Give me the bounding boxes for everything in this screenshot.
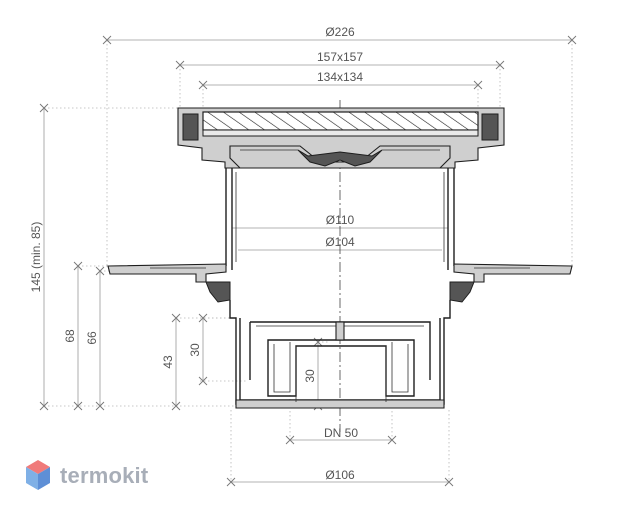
extension-lines: [44, 40, 573, 482]
dim-height-68: 68: [63, 329, 77, 343]
brand-logo: termokit: [24, 458, 148, 494]
dim-square-134: 134x134: [317, 70, 363, 84]
cube-logo-icon: [26, 460, 50, 490]
dimension-lines: [39, 35, 577, 487]
dim-height-43: 43: [161, 355, 175, 369]
dim-diameter-110: Ø110: [326, 213, 355, 227]
dim-height-30-upper: 30: [188, 343, 202, 357]
dim-height-30-lower: 30: [303, 369, 317, 383]
dim-diameter-226: Ø226: [325, 25, 355, 39]
dim-dn50: DN 50: [324, 426, 358, 440]
dim-square-157: 157x157: [317, 50, 363, 64]
dim-diameter-106: Ø106: [325, 468, 355, 482]
dim-height-66: 66: [85, 331, 99, 345]
dimension-labels: Ø226 157x157 134x134 Ø110 Ø104 DN 50 Ø10…: [29, 25, 363, 482]
drain-body: [107, 107, 573, 409]
dim-diameter-104: Ø104: [325, 235, 355, 249]
grate: [202, 111, 479, 131]
dim-height-145: 145 (min. 85): [29, 222, 43, 293]
brand-name: termokit: [60, 463, 149, 488]
